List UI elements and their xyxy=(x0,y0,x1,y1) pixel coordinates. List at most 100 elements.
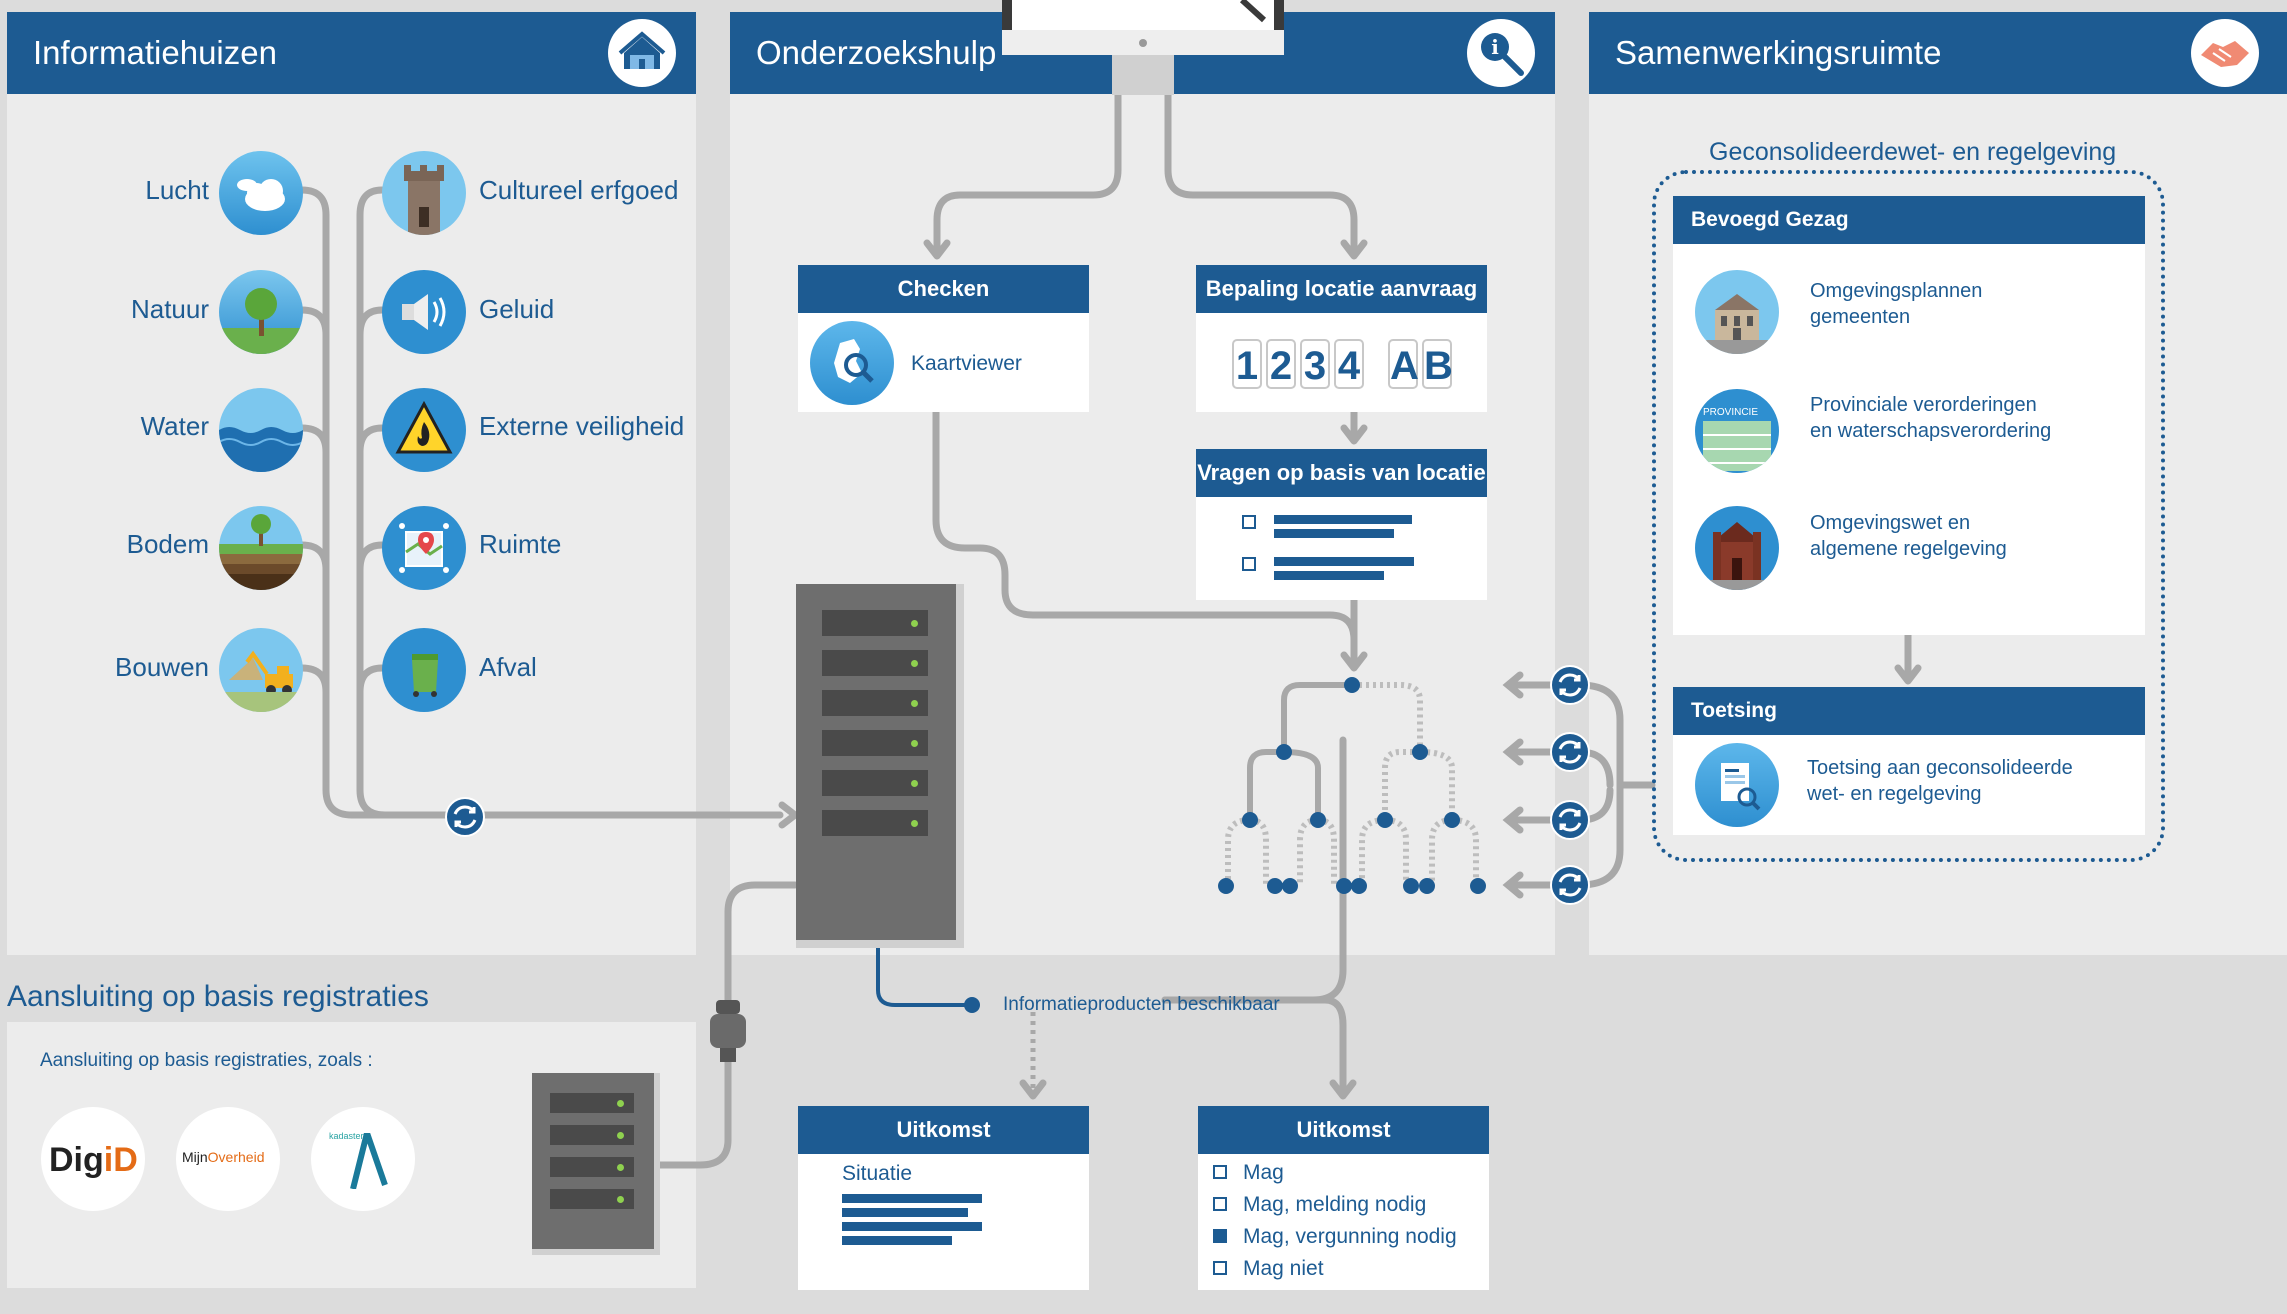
mijnoverheid-logo[interactable]: MijnOverheid xyxy=(176,1107,280,1211)
tree-icon xyxy=(219,270,303,354)
postcode-digit: 4 xyxy=(1334,339,1364,389)
digid-text-accent: iD xyxy=(103,1141,138,1179)
card-title: Uitkomst xyxy=(798,1106,1089,1154)
handshake-icon xyxy=(2191,19,2259,87)
category-label-externe-veiligheid: Externe veiligheid xyxy=(479,411,685,441)
vragen-card: Vragen op basis van locatie xyxy=(1196,449,1487,600)
digid-logo[interactable]: DigiD xyxy=(41,1107,145,1211)
province-badge: PROVINCIE xyxy=(1703,407,1759,418)
checken-card: Checken Kaartviewer xyxy=(798,265,1089,412)
item-line: Omgevingsplannen xyxy=(1810,280,1983,302)
category-label-ruimte: Ruimte xyxy=(479,529,562,559)
uitkomst-decision-card: Uitkomst Mag Mag, melding nodig Mag, ver… xyxy=(1198,1106,1489,1290)
soil-icon xyxy=(219,506,303,590)
fire-warning-icon xyxy=(382,388,466,472)
svg-text:i: i xyxy=(1491,35,1499,59)
sync-icon xyxy=(1549,664,1591,706)
card-title: Checken xyxy=(798,265,1089,313)
card-title: Bevoegd Gezag xyxy=(1673,196,2145,244)
option-label: Mag xyxy=(1243,1161,1284,1184)
item-line: Omgevingswet en xyxy=(1810,512,1971,534)
situatie-label: Situatie xyxy=(842,1162,913,1185)
uitkomst-situatie-card: Uitkomst Situatie xyxy=(798,1106,1089,1290)
item-line: Provinciale verorderingen xyxy=(1810,394,2037,416)
map-viewer-icon xyxy=(810,321,894,405)
map-pin-icon xyxy=(382,506,466,590)
mijn-text: Mijn xyxy=(182,1149,208,1165)
item-text: Omgevingsplannen gemeenten xyxy=(1810,278,1982,330)
toetsing-card: Toetsing Toetsing aan geconsolideerde wet… xyxy=(1673,687,2145,835)
house-icon xyxy=(608,19,676,87)
option-checkbox[interactable] xyxy=(1213,1197,1227,1211)
small-server-icon xyxy=(532,1073,660,1255)
panel-title: Informatiehuizen xyxy=(7,12,696,94)
text-placeholder xyxy=(1274,571,1384,580)
town-hall-icon xyxy=(1695,270,1779,354)
cloud-icon xyxy=(219,151,303,235)
text-placeholder xyxy=(1274,515,1412,524)
item-line: algemene regelgeving xyxy=(1810,538,2007,560)
kadaster-text: kadaster xyxy=(329,1131,364,1141)
server-icon xyxy=(796,584,964,948)
item-text: Omgevingswet en algemene regelgeving xyxy=(1810,510,2007,562)
overheid-text: Overheid xyxy=(207,1149,265,1165)
kaartviewer-link[interactable]: Kaartviewer xyxy=(911,352,1022,375)
registraties-title: Aansluiting op basis registraties xyxy=(7,980,429,1013)
text-placeholder xyxy=(842,1194,982,1203)
item-line: gemeenten xyxy=(1810,306,1911,328)
postcode-digit: 2 xyxy=(1266,339,1296,389)
option-checkbox[interactable] xyxy=(1213,1261,1227,1275)
text-placeholder xyxy=(1274,557,1414,566)
registraties-subtitle: Aansluiting op basis registraties, zoals… xyxy=(40,1050,373,1071)
postcode-digit: 3 xyxy=(1300,339,1330,389)
toetsing-line: wet- en regelgeving xyxy=(1807,783,1982,805)
category-label-bouwen: Bouwen xyxy=(115,652,209,682)
sync-icon xyxy=(1549,731,1591,773)
text-placeholder xyxy=(842,1236,952,1245)
card-title: Toetsing xyxy=(1673,687,2145,735)
water-icon xyxy=(219,388,303,472)
construction-icon xyxy=(219,628,303,712)
toetsing-line: Toetsing aan geconsolideerde xyxy=(1807,757,2073,779)
consolidated-title: Geconsolideerdewet- en regelgeving xyxy=(1709,138,2117,166)
text-placeholder xyxy=(842,1222,982,1231)
category-label-lucht: Lucht xyxy=(145,175,209,205)
card-title: Vragen op basis van locatie xyxy=(1196,449,1487,497)
plug-icon xyxy=(710,1000,746,1062)
consolidated-dotted-frame xyxy=(1652,170,2165,862)
sync-icon xyxy=(444,796,486,838)
item-text: Provinciale verorderingen en waterschapsv… xyxy=(1810,392,2051,444)
option-checkbox[interactable] xyxy=(1213,1165,1227,1179)
digid-text: Dig xyxy=(49,1141,104,1179)
option-label: Mag, melding nodig xyxy=(1243,1193,1427,1216)
category-label-bodem: Bodem xyxy=(126,529,209,559)
option-checkbox-checked[interactable] xyxy=(1213,1229,1227,1243)
category-label-afval: Afval xyxy=(479,652,537,682)
question-checkbox[interactable] xyxy=(1242,557,1256,571)
speaker-icon xyxy=(382,270,466,354)
parliament-icon xyxy=(1695,506,1779,590)
text-placeholder xyxy=(1274,529,1394,538)
tower-icon xyxy=(382,151,466,235)
question-checkbox[interactable] xyxy=(1242,515,1256,529)
panel-title: Samenwerkingsruimte xyxy=(1589,12,2287,94)
option-label: Mag, vergunning nodig xyxy=(1243,1225,1457,1248)
item-line: en waterschapsverordering xyxy=(1810,420,2052,442)
informatiehuizen-panel: Informatiehuizen xyxy=(7,12,696,955)
category-label-geluid: Geluid xyxy=(479,294,555,324)
toetsing-text: Toetsing aan geconsolideerde wet- en rege… xyxy=(1807,755,2073,807)
info-products-label: Informatieproducten beschikbaar xyxy=(1003,994,1280,1015)
province-building-icon: PROVINCIE xyxy=(1695,389,1779,473)
document-search-icon xyxy=(1695,743,1779,827)
sync-icon xyxy=(1549,864,1591,906)
category-label-cultureel-erfgoed: Cultureel erfgoed xyxy=(479,175,679,205)
text-placeholder xyxy=(842,1208,968,1217)
kadaster-logo[interactable]: kadaster xyxy=(311,1107,415,1211)
monitor-icon xyxy=(1002,0,1284,95)
category-label-water: Water xyxy=(140,411,209,441)
postcode-letter: B xyxy=(1422,339,1453,389)
